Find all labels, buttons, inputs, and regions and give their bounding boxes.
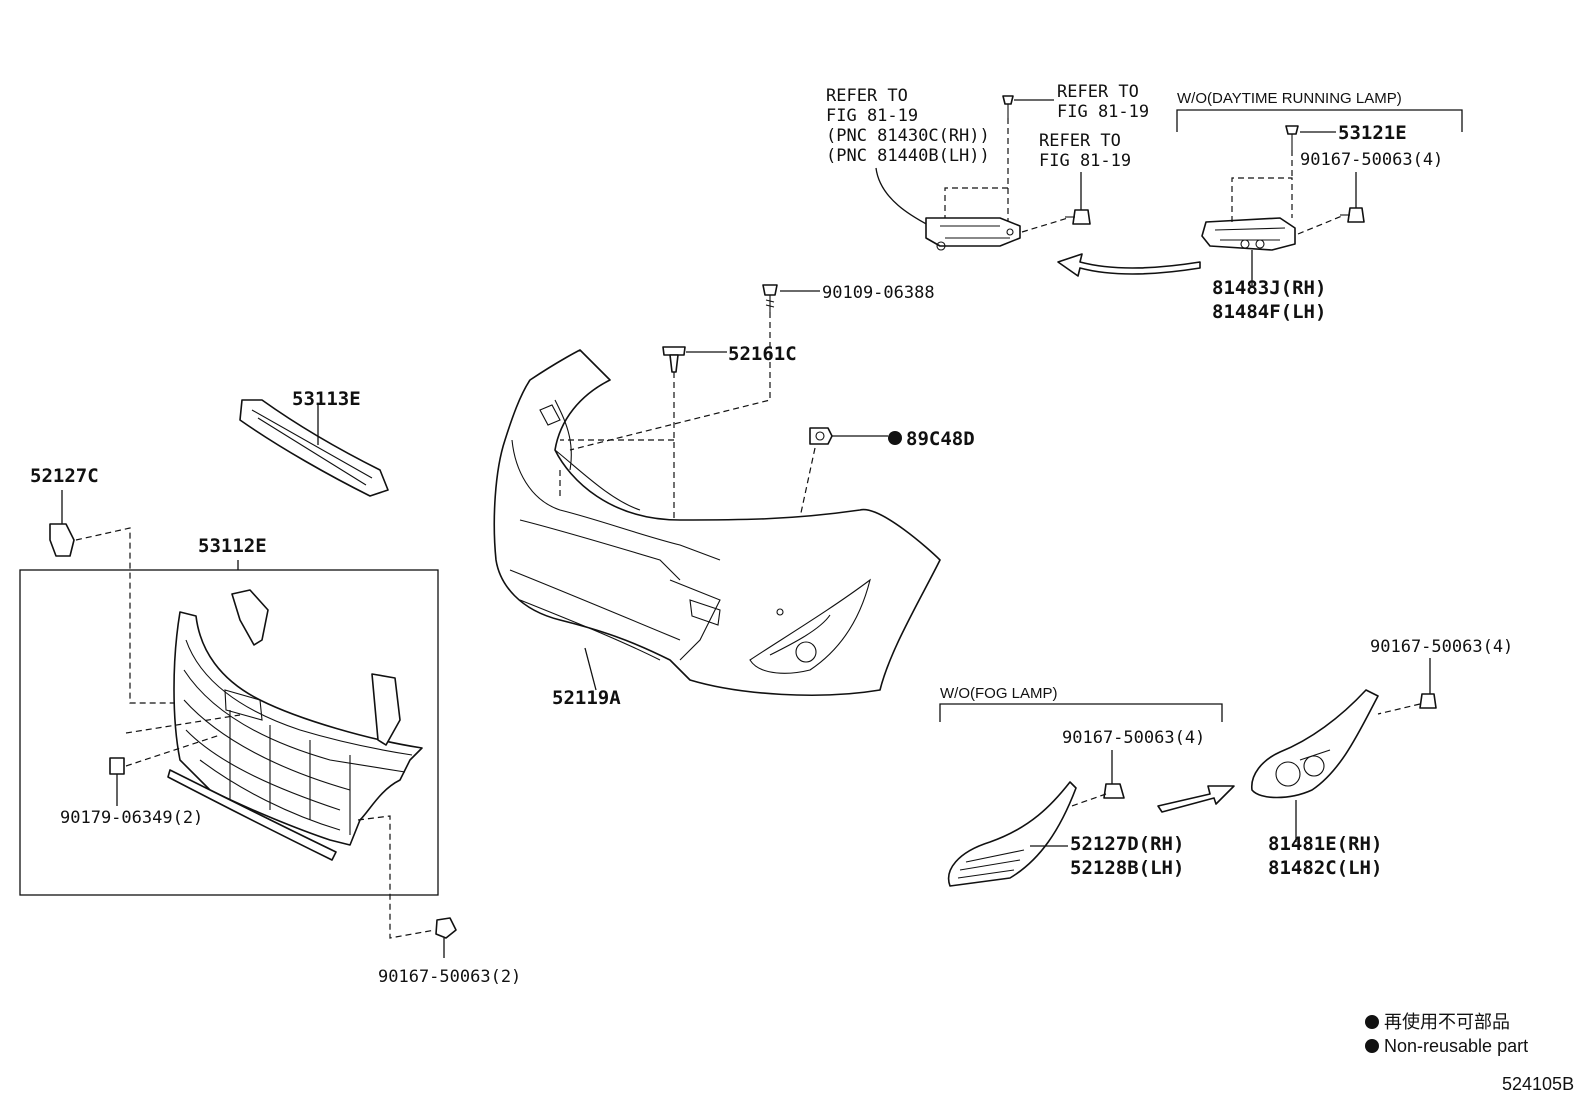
- legend-dot-en: [1365, 1039, 1379, 1053]
- part-90167-drl[interactable]: 90167-50063(4): [1300, 150, 1443, 170]
- screw-icon-90109: [762, 284, 778, 312]
- nut-icon-90179: [109, 757, 125, 775]
- refer-mid-line2: FIG 81-19: [1039, 151, 1131, 171]
- clip-icon-53121e: [1285, 125, 1299, 150]
- legend-dot-jp: [1365, 1015, 1379, 1029]
- part-53121E[interactable]: 53121E: [1338, 122, 1407, 144]
- lamp-housing-icon: [925, 217, 1021, 251]
- garnish-icon-side: [371, 673, 401, 746]
- part-53112E[interactable]: 53112E: [198, 535, 267, 557]
- part-90167-grille[interactable]: 90167-50063(2): [378, 967, 521, 987]
- part-90167-fogl[interactable]: 90167-50063(4): [1062, 728, 1205, 748]
- group-label-fog: W/O(FOG LAMP): [940, 685, 1058, 702]
- part-52161C[interactable]: 52161C: [728, 343, 797, 365]
- refer-left-line2: FIG 81-19: [826, 106, 918, 126]
- bolt-icon-refer: [1065, 209, 1091, 225]
- clip-icon-52161c: [662, 346, 686, 373]
- refer-mid-line1: REFER TO: [1039, 131, 1121, 151]
- group-label-drl: W/O(DAYTIME RUNNING LAMP): [1177, 90, 1402, 107]
- part-52127C[interactable]: 52127C: [30, 465, 99, 487]
- legend-jp: 再使用不可部品: [1384, 1012, 1510, 1032]
- non-reusable-dot: [888, 431, 902, 445]
- group-bracket-fog: [939, 703, 1223, 722]
- part-90167-fogr[interactable]: 90167-50063(4): [1370, 637, 1513, 657]
- group-bracket-drl: [1176, 109, 1463, 132]
- refer-topmid-line2: FIG 81-19: [1057, 102, 1149, 122]
- refer-left-line3: (PNC 81430C(RH)): [826, 126, 990, 146]
- part-53113E[interactable]: 53113E: [292, 388, 361, 410]
- bumper-cover-icon: [493, 349, 941, 697]
- part-52119A[interactable]: 52119A: [552, 687, 621, 709]
- arrow-icon-fog: [1157, 785, 1235, 813]
- bolt-icon-grille: [435, 917, 457, 939]
- sensor-icon: [809, 427, 833, 445]
- bolt-icon-fogl: [1103, 783, 1125, 799]
- part-52127D[interactable]: 52127D(RH): [1070, 833, 1184, 855]
- refer-topmid-line1: REFER TO: [1057, 82, 1139, 102]
- garnish-icon-upper: [231, 589, 269, 646]
- part-81484F[interactable]: 81484F(LH): [1212, 301, 1326, 323]
- molding-icon: [167, 769, 337, 861]
- legend-en: Non-reusable part: [1384, 1036, 1528, 1056]
- clip-icon-52127c: [49, 523, 75, 557]
- part-81483J[interactable]: 81483J(RH): [1212, 277, 1326, 299]
- part-89C48D[interactable]: 89C48D: [906, 428, 975, 450]
- clip-icon-top: [1002, 95, 1014, 118]
- part-90109[interactable]: 90109-06388: [822, 283, 935, 303]
- grille-assembly-box: [19, 569, 439, 896]
- part-81481E[interactable]: 81481E(RH): [1268, 833, 1382, 855]
- refer-left-line4: (PNC 81440B(LH)): [826, 146, 990, 166]
- part-81482C[interactable]: 81482C(LH): [1268, 857, 1382, 879]
- part-52128B[interactable]: 52128B(LH): [1070, 857, 1184, 879]
- bolt-icon-fogr: [1419, 693, 1437, 709]
- refer-left-line1: REFER TO: [826, 86, 908, 106]
- bolt-icon-drl: [1340, 207, 1365, 223]
- arrow-icon-replace: [1057, 253, 1201, 277]
- fog-bezel-icon: [1251, 689, 1379, 799]
- diagram-id: 524105B: [1502, 1074, 1574, 1094]
- fog-cover-icon: [947, 781, 1077, 887]
- garnish-icon-53113e: [239, 399, 389, 497]
- part-90179[interactable]: 90179-06349(2): [60, 808, 203, 828]
- grille-icon-53112e: [173, 611, 423, 846]
- drl-cover-icon: [1201, 217, 1296, 251]
